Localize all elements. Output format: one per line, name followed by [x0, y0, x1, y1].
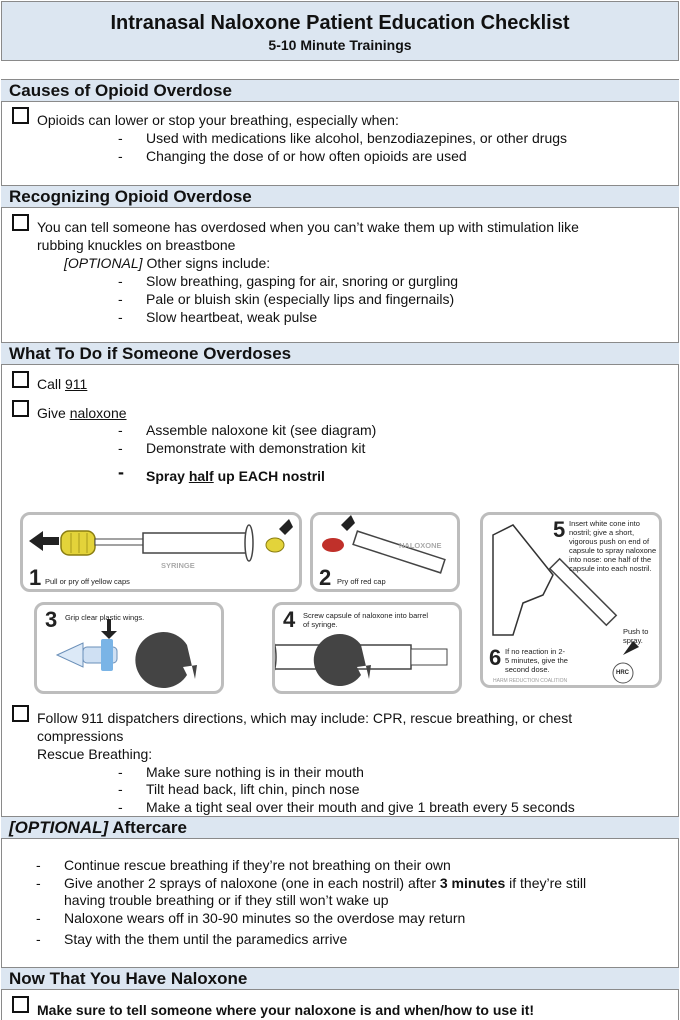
push-to-spray-label: Push to spray.	[623, 627, 649, 645]
checkbox-follow-dispatcher[interactable]	[12, 705, 29, 722]
causes-item-text: Opioids can lower or stop your breathing…	[37, 112, 399, 128]
step-panel-5-6: 5 Insert white cone into nostril; give a…	[480, 512, 662, 688]
step-number-5: 5	[553, 517, 566, 542]
step-panel-4: 4 Screw capsule of naloxone into barrel …	[272, 602, 462, 694]
give-naloxone-item: Give naloxone	[37, 405, 127, 421]
document-title: Intranasal Naloxone Patient Education Ch…	[110, 12, 570, 34]
step-number-4: 4	[283, 607, 296, 632]
step-caption-3: Grip clear plastic wings.	[65, 613, 145, 622]
hrc-logo: HRC	[616, 670, 629, 676]
checkbox-recognizing[interactable]	[12, 214, 29, 231]
recognizing-item-line1: You can tell someone has overdosed when …	[37, 219, 579, 235]
step-panel-1: 1 Pull or pry off yellow caps SYRINGE	[20, 512, 302, 592]
follow-dispatcher-line1: Follow 911 dispatchers directions, which…	[37, 710, 573, 726]
naloxone-label: NALOXONE	[399, 541, 442, 550]
section-heading-recognizing: Recognizing Opioid Overdose	[1, 185, 679, 208]
follow-dispatcher-line2: compressions	[37, 728, 124, 744]
checkbox-call-911[interactable]	[12, 371, 29, 388]
step-panel-3: 3 Grip clear plastic wings.	[34, 602, 224, 694]
syringe-label: SYRINGE	[161, 561, 195, 570]
checkbox-causes[interactable]	[12, 107, 29, 124]
step-number-3: 3	[45, 607, 58, 632]
section-heading-causes: Causes of Opioid Overdose	[1, 79, 679, 102]
nasal-spray-illustration	[492, 524, 639, 684]
step-number-2: 2	[319, 565, 332, 590]
organization-label: HARM REDUCTION COALITION	[493, 678, 568, 684]
step-caption-4: Screw capsule of naloxone into barrel of…	[303, 611, 429, 629]
section-heading-aftercare: [OPTIONAL] Aftercare	[1, 816, 679, 839]
call-911-number: 911	[65, 376, 88, 392]
capsule-screw-illustration	[275, 634, 448, 686]
naloxone-assembly-diagram: 1 Pull or pry off yellow caps SYRINGE NA…	[14, 510, 664, 696]
rescue-breathing-label: Rescue Breathing:	[37, 746, 153, 762]
step-caption-1: Pull or pry off yellow caps	[45, 577, 130, 586]
step-caption-5: Insert white cone into nostril; give a s…	[569, 519, 657, 573]
section-heading-what-to-do: What To Do if Someone Overdoses	[1, 342, 679, 365]
cone-assembly-illustration	[55, 619, 197, 688]
checkbox-tell-someone[interactable]	[12, 996, 29, 1013]
step-number-6: 6	[489, 645, 502, 670]
section-heading-now: Now That You Have Naloxone	[1, 967, 679, 990]
recognizing-item-line2: rubbing knuckles on breastbone	[37, 237, 236, 253]
call-911-item: Call 911	[37, 376, 88, 392]
syringe-illustration	[29, 519, 293, 562]
step-caption-2: Pry off red cap	[337, 577, 386, 586]
step-caption-6: If no reaction in 2-5 minutes, give the …	[505, 647, 568, 674]
step-number-1: 1	[29, 565, 42, 590]
step-panel-2: NALOXONE 2 Pry off red cap	[310, 512, 460, 592]
tell-someone-item: Make sure to tell someone where your nal…	[37, 1002, 535, 1018]
naloxone-capsule-illustration	[322, 515, 446, 574]
document-subtitle: 5-10 Minute Trainings	[268, 37, 412, 53]
document-header: Intranasal Naloxone Patient Education Ch…	[1, 1, 679, 61]
optional-signs-label: [OPTIONAL] Other signs include:	[64, 255, 271, 271]
naloxone-term: naloxone	[69, 405, 127, 421]
checkbox-give-naloxone[interactable]	[12, 400, 29, 417]
